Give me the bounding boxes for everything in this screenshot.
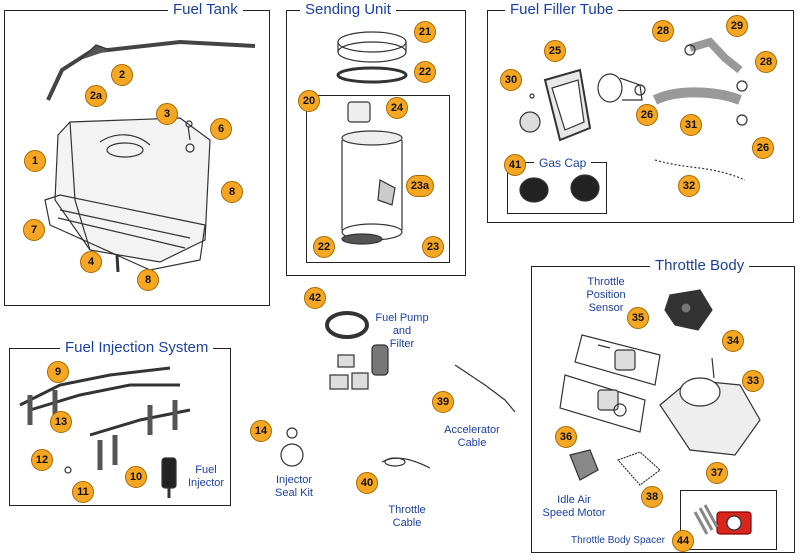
- part-badge-37[interactable]: 37: [706, 462, 728, 484]
- part-badge-41[interactable]: 41: [504, 154, 526, 176]
- part-badge-2[interactable]: 2: [111, 64, 133, 86]
- part-badge-30[interactable]: 30: [500, 69, 522, 91]
- fuel-tank-title: Fuel Tank: [168, 1, 243, 19]
- part-badge-11[interactable]: 11: [72, 481, 94, 503]
- part-badge-22a[interactable]: 22: [414, 61, 436, 83]
- throttle-cable-illustration: [381, 457, 431, 469]
- spacer-inner-box: [680, 490, 777, 550]
- part-badge-26b[interactable]: 26: [752, 137, 774, 159]
- part-badge-23[interactable]: 23: [422, 236, 444, 258]
- idle-air-speed-motor-label: Idle Air Speed Motor: [542, 494, 606, 519]
- part-badge-33[interactable]: 33: [742, 370, 764, 392]
- fuel-filler-tube-title: Fuel Filler Tube: [505, 1, 619, 19]
- part-badge-42[interactable]: 42: [304, 287, 326, 309]
- part-badge-22b[interactable]: 22: [313, 236, 335, 258]
- part-badge-35[interactable]: 35: [627, 307, 649, 329]
- fuel-injection-title: Fuel Injection System: [60, 339, 214, 357]
- part-badge-40[interactable]: 40: [356, 472, 378, 494]
- part-badge-38[interactable]: 38: [641, 486, 663, 508]
- part-badge-25[interactable]: 25: [544, 40, 566, 62]
- fuel-pump-filter-label: Fuel Pump and Filter: [375, 312, 429, 350]
- part-badge-10[interactable]: 10: [125, 466, 147, 488]
- part-badge-14[interactable]: 14: [250, 420, 272, 442]
- part-badge-12[interactable]: 12: [31, 449, 53, 471]
- fuel-filler-tube-box: [487, 10, 794, 223]
- part-badge-3[interactable]: 3: [156, 103, 178, 125]
- part-badge-36[interactable]: 36: [555, 426, 577, 448]
- throttle-cable-label: Throttle Cable: [388, 504, 426, 529]
- part-badge-8a[interactable]: 8: [221, 181, 243, 203]
- part-badge-32[interactable]: 32: [678, 175, 700, 197]
- seal-kit-illustration: [286, 427, 298, 439]
- part-badge-34[interactable]: 34: [722, 330, 744, 352]
- part-badge-7[interactable]: 7: [23, 219, 45, 241]
- part-badge-28a[interactable]: 28: [652, 20, 674, 42]
- throttle-position-sensor-label: Throttle Position Sensor: [586, 276, 626, 314]
- part-badge-1[interactable]: 1: [24, 150, 46, 172]
- part-badge-20[interactable]: 20: [298, 90, 320, 112]
- part-badge-28b[interactable]: 28: [755, 51, 777, 73]
- part-badge-24[interactable]: 24: [386, 97, 408, 119]
- pump-seal-illustration: [325, 311, 369, 339]
- sending-unit-title: Sending Unit: [300, 1, 396, 19]
- accelerator-cable-label: Accelerator Cable: [444, 424, 500, 449]
- part-badge-44[interactable]: 44: [672, 530, 694, 552]
- part-badge-29[interactable]: 29: [726, 15, 748, 37]
- part-badge-26a[interactable]: 26: [636, 104, 658, 126]
- part-badge-6[interactable]: 6: [210, 118, 232, 140]
- gas-cap-title: Gas Cap: [534, 154, 592, 172]
- part-badge-2a[interactable]: 2a: [85, 85, 107, 107]
- part-badge-13[interactable]: 13: [50, 411, 72, 433]
- part-badge-8b[interactable]: 8: [137, 269, 159, 291]
- accelerator-cable-illustration: [454, 364, 516, 413]
- part-badge-21[interactable]: 21: [414, 21, 436, 43]
- part-badge-39[interactable]: 39: [432, 391, 454, 413]
- fuel-tank-box: [4, 10, 270, 306]
- part-badge-31[interactable]: 31: [680, 114, 702, 136]
- sending-unit-inner-box: [306, 95, 450, 263]
- part-badge-9[interactable]: 9: [47, 361, 69, 383]
- throttle-body-spacer-label: Throttle Body Spacer: [571, 535, 665, 546]
- throttle-body-title: Throttle Body: [650, 257, 750, 275]
- fuel-injector-label: Fuel Injector: [187, 464, 225, 489]
- part-badge-23a[interactable]: 23a: [406, 175, 434, 197]
- injector-seal-kit-label: Injector Seal Kit: [275, 474, 313, 499]
- part-badge-4[interactable]: 4: [80, 251, 102, 273]
